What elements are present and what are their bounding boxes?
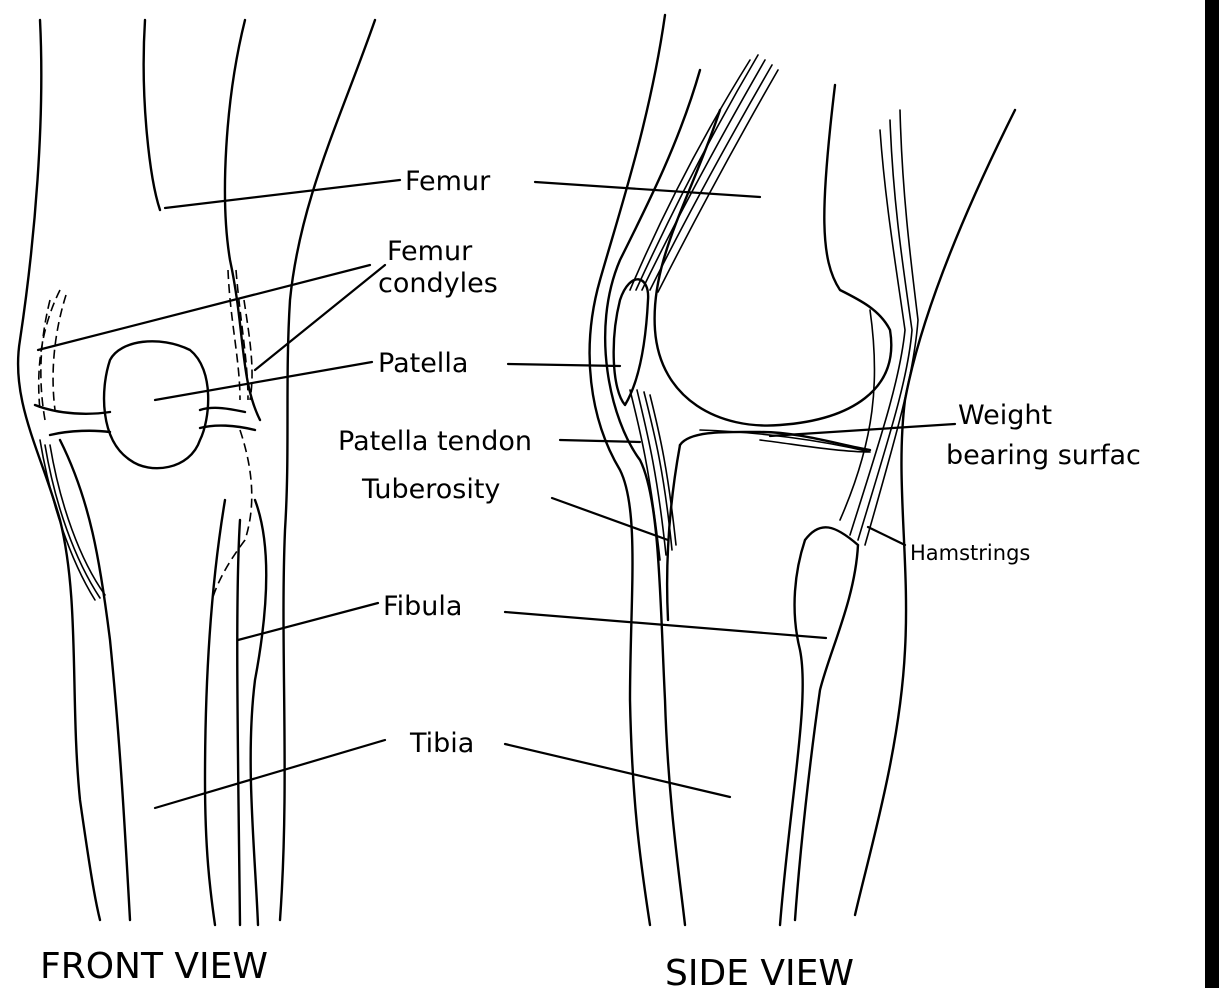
label-femur: Femur bbox=[405, 166, 491, 197]
leader-femur-right bbox=[535, 182, 760, 197]
label-femur-condyles-line1: Femur bbox=[387, 236, 473, 267]
front-tibia-left bbox=[60, 440, 130, 920]
front-joint-upper bbox=[35, 405, 245, 414]
label-tibia: Tibia bbox=[409, 728, 474, 759]
front-femur-right-line bbox=[225, 20, 260, 420]
side-back-outline bbox=[855, 110, 1015, 915]
right-edge-bar bbox=[1205, 0, 1219, 988]
front-leg-outline-left bbox=[18, 20, 100, 920]
leader-fibula-right bbox=[505, 612, 826, 638]
front-ligament-left bbox=[40, 440, 105, 600]
view-captions: FRONT VIEW SIDE VIEW bbox=[40, 946, 854, 988]
leader-patella-left bbox=[155, 362, 372, 400]
front-view-drawing bbox=[18, 20, 375, 925]
leader-condyles-right bbox=[255, 265, 385, 370]
leader-patella-right bbox=[508, 364, 620, 366]
side-fibula bbox=[780, 527, 858, 925]
front-fibula-left bbox=[205, 500, 225, 925]
front-femur-inner-line bbox=[144, 20, 160, 210]
label-tuberosity: Tuberosity bbox=[361, 474, 500, 505]
caption-front-view: FRONT VIEW bbox=[40, 946, 268, 987]
label-fibula: Fibula bbox=[383, 591, 462, 622]
label-weight-bearing-line2: bearing surfac bbox=[946, 440, 1141, 471]
label-femur-condyles-line2: condyles bbox=[378, 268, 498, 299]
labels: Femur Femur condyles Patella Patella ten… bbox=[338, 166, 1141, 759]
side-hamstring-strands bbox=[840, 110, 918, 545]
side-femur-condyle bbox=[655, 85, 892, 426]
front-tibia-right bbox=[237, 520, 240, 925]
side-tibia-front bbox=[667, 445, 680, 620]
leader-hamstrings bbox=[868, 527, 905, 545]
front-condyle-left-dashed bbox=[39, 290, 66, 420]
front-joint-lower bbox=[50, 426, 255, 435]
label-hamstrings: Hamstrings bbox=[910, 541, 1030, 565]
front-patella bbox=[104, 341, 208, 468]
label-patella: Patella bbox=[378, 348, 468, 379]
front-leg-outline-right bbox=[280, 20, 375, 920]
label-weight-bearing-line1: Weight bbox=[958, 400, 1052, 431]
leader-weight-bearing bbox=[770, 424, 955, 436]
leader-fibula-left bbox=[238, 603, 378, 640]
leader-tuberosity bbox=[552, 498, 668, 540]
leader-condyles-left bbox=[38, 265, 370, 350]
leader-tibia-left bbox=[155, 740, 385, 808]
leader-tibia-right bbox=[505, 744, 730, 797]
side-patella bbox=[614, 279, 648, 405]
label-patella-tendon: Patella tendon bbox=[338, 426, 532, 457]
caption-side-view: SIDE VIEW bbox=[665, 953, 854, 988]
leader-femur-left bbox=[165, 180, 400, 208]
front-fibula-right bbox=[251, 500, 267, 925]
